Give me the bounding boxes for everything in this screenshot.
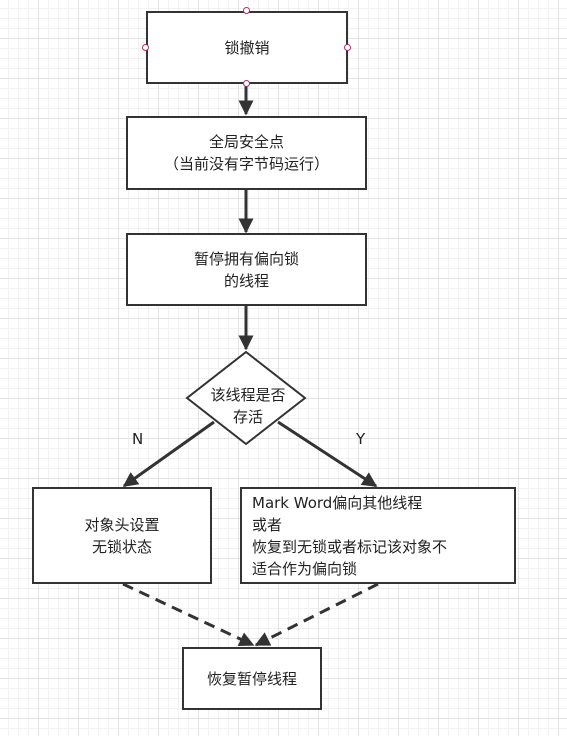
node-rebias-label: Mark Word偏向其他线程 或者 恢复到无锁或者标记该对象不 适合作为偏向锁	[252, 493, 448, 578]
arrow-no-branch	[122, 420, 215, 488]
node-lock-revoke-label: 锁撤销	[224, 38, 270, 57]
node-rebias[interactable]: Mark Word偏向其他线程 或者 恢复到无锁或者标记该对象不 适合作为偏向锁	[240, 487, 516, 584]
node-pause-owner[interactable]: 暂停拥有偏向锁 的线程	[126, 233, 367, 306]
node-pause-owner-label: 暂停拥有偏向锁 的线程	[193, 249, 299, 290]
selection-handle-right[interactable]	[344, 44, 351, 51]
node-lock-revoke[interactable]: 锁撤销	[146, 11, 348, 84]
node-set-lockfree-label: 对象头设置 无锁状态	[84, 515, 160, 556]
node-set-lockfree[interactable]: 对象头设置 无锁状态	[32, 487, 212, 584]
node-resume[interactable]: 恢复暂停线程	[182, 647, 322, 710]
node-resume-label: 恢复暂停线程	[206, 669, 297, 688]
edge-label-yes: Y	[356, 430, 366, 448]
selection-handle-left[interactable]	[142, 44, 149, 51]
arrow-lockfree-to-resume	[122, 582, 255, 647]
edge-label-no: N	[132, 430, 144, 448]
arrow-yes-branch	[277, 420, 378, 488]
node-safepoint[interactable]: 全局安全点 （当前没有字节码运行）	[126, 116, 367, 190]
node-is-alive-label: 该线程是否 存活	[210, 386, 286, 426]
selection-handle-top[interactable]	[243, 7, 250, 14]
selection-handle-bottom[interactable]	[243, 80, 250, 87]
node-safepoint-label: 全局安全点 （当前没有字节码运行）	[163, 133, 329, 173]
decision-diamond	[185, 350, 307, 446]
arrow-rebias-to-resume	[254, 582, 379, 647]
